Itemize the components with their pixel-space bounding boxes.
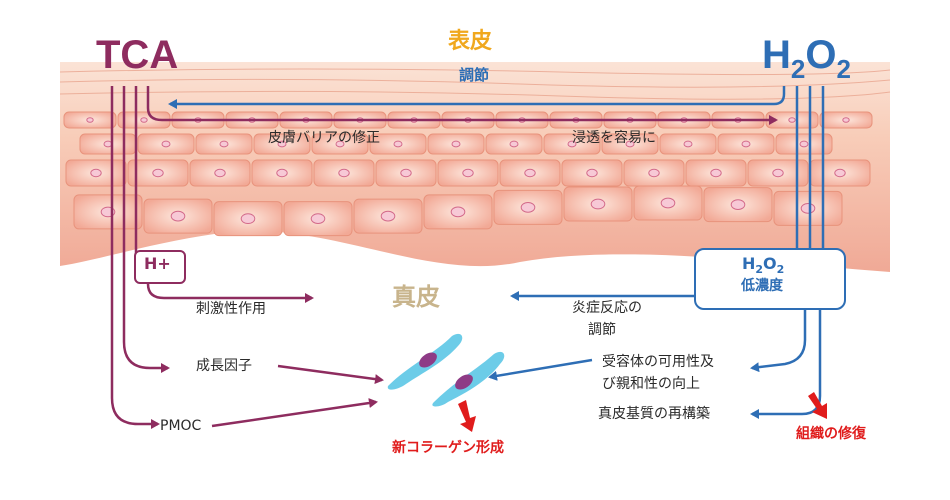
cell-nucleus xyxy=(277,140,287,148)
cell-nucleus xyxy=(219,140,229,148)
cell-nucleus xyxy=(683,140,693,148)
cell-nucleus xyxy=(788,117,796,123)
receptor-label-2: び親和性の向上 xyxy=(602,376,700,392)
new-collagen-label: 新コラーゲン形成 xyxy=(392,440,504,456)
inflammation-label-2: 調節 xyxy=(588,322,616,338)
pmoc-to-cell xyxy=(211,398,378,428)
growth-factor-label: 成長因子 xyxy=(196,358,252,374)
barrier-label: 皮膚バリアの修正 xyxy=(268,130,380,146)
cell-nucleus xyxy=(338,168,350,178)
tca-line-pmoc xyxy=(110,86,160,429)
cell-nucleus xyxy=(625,140,635,148)
h2o2-sub1: 2 xyxy=(790,54,806,84)
cell-nucleus xyxy=(710,168,722,178)
cell-nucleus xyxy=(152,168,164,178)
dermis-label: 真皮 xyxy=(392,283,440,311)
cell-nucleus xyxy=(586,168,598,178)
cell-nucleus xyxy=(86,117,94,123)
cell-nucleus xyxy=(567,140,577,148)
cell-nucleus xyxy=(730,199,746,210)
irritation-label: 刺激性作用 xyxy=(196,301,266,317)
hplus-label: H+ xyxy=(144,254,171,273)
tca-arrows xyxy=(110,86,778,429)
cell-nucleus xyxy=(240,213,256,225)
h2o2-title: H2O2 xyxy=(762,30,851,84)
cell-nucleus xyxy=(335,140,345,148)
cell-nucleus xyxy=(380,210,396,222)
cell-nucleus xyxy=(524,168,536,178)
pmoc-label: PMOC xyxy=(160,418,202,434)
tca-line-regulate xyxy=(146,86,778,125)
cell-nucleus xyxy=(161,140,171,148)
cell-nucleus xyxy=(276,168,288,178)
h2o2-low-sub2: 2 xyxy=(776,263,785,276)
cell-nucleus xyxy=(451,140,461,148)
fibroblast-cell-icon xyxy=(432,351,505,407)
tca-title: TCA xyxy=(96,33,179,77)
epidermis-label: 表皮 xyxy=(448,29,493,54)
tissue-repair-label: 組織の修復 xyxy=(796,426,866,442)
fibroblast-cell-icon xyxy=(387,333,463,390)
h2o2-low-h: H xyxy=(742,254,756,273)
cell-nucleus xyxy=(590,198,606,210)
hplus-box xyxy=(134,250,186,284)
stratum-corneum xyxy=(59,68,891,100)
receptor-label-1: 受容体の可用性及 xyxy=(602,354,714,370)
cell-nucleus xyxy=(834,168,846,178)
inflammation-label-1: 炎症反応の xyxy=(572,300,642,316)
h2o2-h: H xyxy=(762,33,791,77)
red-arrow-icon xyxy=(458,400,476,432)
tca-line-growth xyxy=(122,86,170,373)
cell-nucleus xyxy=(800,202,816,214)
h2o2-low-o: O xyxy=(763,254,777,273)
red-arrow-icon xyxy=(808,392,827,419)
cell-nucleus xyxy=(462,168,474,178)
receptor-to-cell xyxy=(488,358,593,381)
matrix-label: 真皮基質の再構築 xyxy=(598,406,710,422)
h2o2-low-box xyxy=(694,248,846,310)
cell-nucleus xyxy=(660,197,676,209)
cell-nucleus xyxy=(393,140,403,148)
h2o2-low-sub1: 2 xyxy=(755,263,764,276)
cell-nucleus xyxy=(170,210,186,222)
h2o2-low-formula: H2O2 xyxy=(742,254,785,276)
regulate-label: 調節 xyxy=(459,66,490,84)
cell-nucleus xyxy=(520,202,536,213)
cell-nucleus xyxy=(648,168,660,178)
h2o2-low-concentration: 低濃度 xyxy=(741,278,783,294)
h2o2-line-receptor xyxy=(750,306,807,373)
h2o2-arrows xyxy=(168,86,825,419)
cell-nucleus xyxy=(509,140,519,148)
growth-to-cell xyxy=(277,364,384,385)
h2o2-sub2: 2 xyxy=(836,54,851,84)
cell-nucleus xyxy=(842,117,850,123)
cell-nucleus xyxy=(214,168,226,178)
penetration-label: 浸透を容易に xyxy=(572,130,656,146)
cell-nucleus xyxy=(741,140,751,148)
cell-nucleus xyxy=(400,168,412,178)
tca-line-irritation xyxy=(146,283,314,303)
cell-nucleus xyxy=(140,117,148,123)
cell-nucleus xyxy=(799,140,809,148)
h2o2-line-matrix xyxy=(750,306,822,419)
h2o2-o: O xyxy=(805,33,837,77)
cell-nucleus xyxy=(310,213,326,225)
h2o2-line-regulate xyxy=(168,86,786,109)
cell-nucleus xyxy=(450,206,466,218)
cell-nucleus xyxy=(772,168,784,178)
cell-nucleus xyxy=(90,168,102,178)
